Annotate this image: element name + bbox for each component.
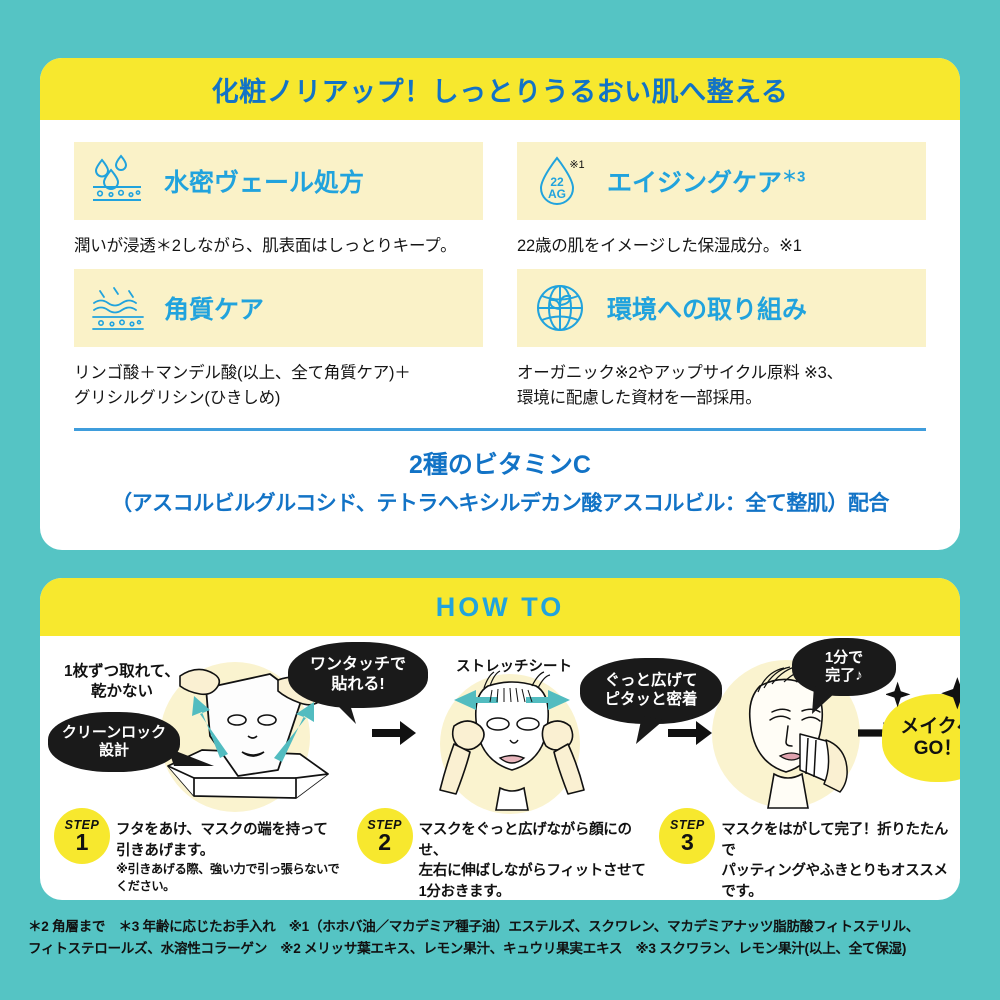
drop-icon-bottom-label: AG bbox=[548, 187, 566, 201]
footnotes: ＊2 角層まで ＊3 年齢に応じたお手入れ ※1（ホホバ油／マカデミア種子油）エ… bbox=[28, 916, 978, 960]
feature-grid: 水密ヴェール処方 潤いが浸透＊2しながら、肌表面はしっとりキープ。 22 AG … bbox=[40, 120, 960, 420]
feature-card-aging-care: 22 AG ※1 エイジングケア＊3 22歳の肌をイメージした保湿成分。※1 bbox=[517, 142, 926, 259]
howto-panel: HOW TO bbox=[40, 578, 960, 900]
step-1-text: フタをあけ、マスクの端を持って 引きあげます。 ※引きあげる際、強い力で引っ張ら… bbox=[110, 814, 349, 900]
arrow-step1-to-step2-icon bbox=[372, 721, 416, 745]
howto-illustration: 1枚ずつ取れて、 乾かない ストレッチシート クリーンロック 設計 ワンタッチで… bbox=[40, 636, 960, 814]
feature-title: 水密ヴェール処方 bbox=[164, 163, 364, 199]
one-touch-bubble: ワンタッチで 貼れる! bbox=[288, 642, 428, 708]
feature-title: エイジングケア＊3 bbox=[607, 163, 805, 199]
one-minute-bubble: 1分で 完了♪ bbox=[792, 638, 896, 696]
step1-illustration bbox=[167, 668, 329, 799]
water-drops-skin-icon bbox=[88, 150, 150, 212]
feature-description: リンゴ酸＋マンデル酸(以上、全て角質ケア)＋ グリシルグリシン(ひきしめ) bbox=[74, 363, 411, 407]
feature-band: 角質ケア bbox=[74, 268, 483, 347]
footnote-line-1: ＊2 角層まで ＊3 年齢に応じたお手入れ ※1（ホホバ油／マカデミア種子油）エ… bbox=[28, 919, 920, 934]
drop-22ag-icon: 22 AG ※1 bbox=[531, 150, 593, 212]
benefits-header-text: 化粧ノリアップ！しっとりうるおい肌へ整える bbox=[211, 76, 789, 107]
feature-description: 22歳の肌をイメージした保湿成分。※1 bbox=[517, 237, 802, 255]
step-3: STEP 3 マスクをはがして完了！折りたたんで パッティングやふきとりもオスス… bbox=[651, 808, 954, 900]
feature-description: オーガニック※2やアップサイクル原料 ※3、 環境に配慮した資材を一部採用。 bbox=[517, 363, 843, 407]
steps-row: STEP 1 フタをあけ、マスクの端を持って 引きあげます。 ※引きあげる際、強… bbox=[40, 808, 960, 900]
clean-lock-bubble-tail-icon bbox=[168, 748, 214, 766]
step-2: STEP 2 マスクをぐっと広げながら顔にのせ、 左右に伸ばしながらフィットさせ… bbox=[349, 808, 652, 900]
feature-band: 水密ヴェール処方 bbox=[74, 142, 483, 220]
one-minute-bubble-tail-icon bbox=[812, 686, 836, 714]
feature-title-text: 環境への取り組み bbox=[607, 295, 808, 324]
press-fit-bubble: ぐっと広げて ピタッと密着 bbox=[580, 658, 722, 724]
sparkle-icons bbox=[886, 677, 960, 710]
step-3-line-2: パッティングやふきとりもオススメです。 bbox=[721, 863, 948, 900]
vitamin-c-title: 2種のビタミンC bbox=[409, 451, 591, 480]
drop-icon-note: ※1 bbox=[569, 159, 584, 171]
footnote-line-2: フィトステロールズ、水溶性コラーゲン ※2 メリッサ葉エキス、レモン果汁、キュウ… bbox=[28, 941, 907, 957]
feature-card-environment: 環境への取り組み オーガニック※2やアップサイクル原料 ※3、 環境に配慮した資… bbox=[517, 268, 926, 411]
clean-lock-bubble: クリーンロック 設計 bbox=[48, 712, 180, 772]
feature-title-text: 水密ヴェール処方 bbox=[164, 169, 365, 197]
feature-title-text: 角質ケア bbox=[164, 295, 265, 324]
step3-illustration bbox=[748, 665, 848, 809]
feature-title-text: エイジングケア bbox=[607, 169, 783, 197]
stretch-sheet-label: ストレッチシート bbox=[456, 659, 572, 675]
vitamin-c-section: 2種のビタミンC （アスコルビルグルコシド、テトラヘキシルデカン酸アスコルビル：… bbox=[40, 431, 960, 517]
feature-description: 潤いが浸透＊2しながら、肌表面はしっとりキープ。 bbox=[74, 237, 457, 255]
feature-title: 角質ケア bbox=[164, 290, 264, 326]
step-2-line-2: 左右に伸ばしながらフィットさせて bbox=[418, 863, 646, 880]
globe-leaf-icon bbox=[531, 277, 593, 339]
benefits-panel: 化粧ノリアップ！しっとりうるおい肌へ整える bbox=[40, 58, 960, 550]
step-1-line-2: 引きあげます。 bbox=[116, 842, 214, 859]
step-3-number: 3 bbox=[680, 829, 694, 856]
makeup-go-blob: メイクへ GO！ bbox=[882, 694, 960, 782]
arrow-step2-to-step3-icon bbox=[668, 721, 712, 745]
step-2-badge: STEP 2 bbox=[356, 808, 413, 864]
one-touch-bubble-tail-icon bbox=[328, 696, 356, 724]
one-sheet-label: 1枚ずつ取れて、 乾かない bbox=[64, 663, 180, 701]
step-1-line-1: フタをあけ、マスクの端を持って bbox=[116, 822, 328, 838]
step-2-number: 2 bbox=[378, 829, 392, 856]
section-divider bbox=[74, 428, 926, 432]
benefits-panel-header: 化粧ノリアップ！しっとりうるおい肌へ整える bbox=[40, 58, 960, 120]
howto-header-text: HOW TO bbox=[435, 591, 565, 622]
step-2-line-1: マスクをぐっと広げながら顔にのせ、 bbox=[418, 822, 632, 859]
vitamin-c-subtitle: （アスコルビルグルコシド、テトラヘキシルデカン酸アスコルビル：全て整肌）配合 bbox=[111, 492, 889, 516]
step-3-line-1: マスクをはがして完了！折りたたんで bbox=[721, 822, 949, 859]
feature-band: 22 AG ※1 エイジングケア＊3 bbox=[517, 142, 926, 220]
step-2-line-3: 1分おきます。 bbox=[418, 883, 511, 900]
feature-title-sup: ＊3 bbox=[782, 168, 806, 186]
drop-icon-top-label: 22 bbox=[550, 175, 564, 189]
step-1-note: ※引きあげる際、強い力で引っ張らないでください。 bbox=[116, 862, 340, 894]
step-2-text: マスクをぐっと広げながら顔にのせ、 左右に伸ばしながらフィットさせて 1分おきま… bbox=[413, 814, 652, 900]
step-3-text: マスクをはがして完了！折りたたんで パッティングやふきとりもオススメです。 なじ… bbox=[715, 814, 954, 900]
step-2-word: STEP bbox=[367, 818, 402, 833]
step-3-badge: STEP 3 bbox=[659, 808, 716, 864]
step-1-word: STEP bbox=[64, 818, 100, 833]
feature-card-water-veil: 水密ヴェール処方 潤いが浸透＊2しながら、肌表面はしっとりキープ。 bbox=[74, 142, 483, 259]
exfoliation-skin-icon bbox=[88, 277, 150, 339]
howto-panel-header: HOW TO bbox=[40, 578, 960, 636]
press-fit-bubble-tail-icon bbox=[636, 716, 664, 744]
step-1-badge: STEP 1 bbox=[54, 808, 110, 864]
feature-band: 環境への取り組み bbox=[517, 268, 926, 347]
step2-illustration bbox=[439, 670, 585, 811]
step-3-word: STEP bbox=[670, 818, 705, 833]
step-1-number: 1 bbox=[75, 829, 89, 856]
feature-title: 環境への取り組み bbox=[607, 290, 807, 326]
step-1: STEP 1 フタをあけ、マスクの端を持って 引きあげます。 ※引きあげる際、強… bbox=[46, 808, 349, 900]
feature-card-exfoliation: 角質ケア リンゴ酸＋マンデル酸(以上、全て角質ケア)＋ グリシルグリシン(ひきし… bbox=[74, 268, 483, 411]
